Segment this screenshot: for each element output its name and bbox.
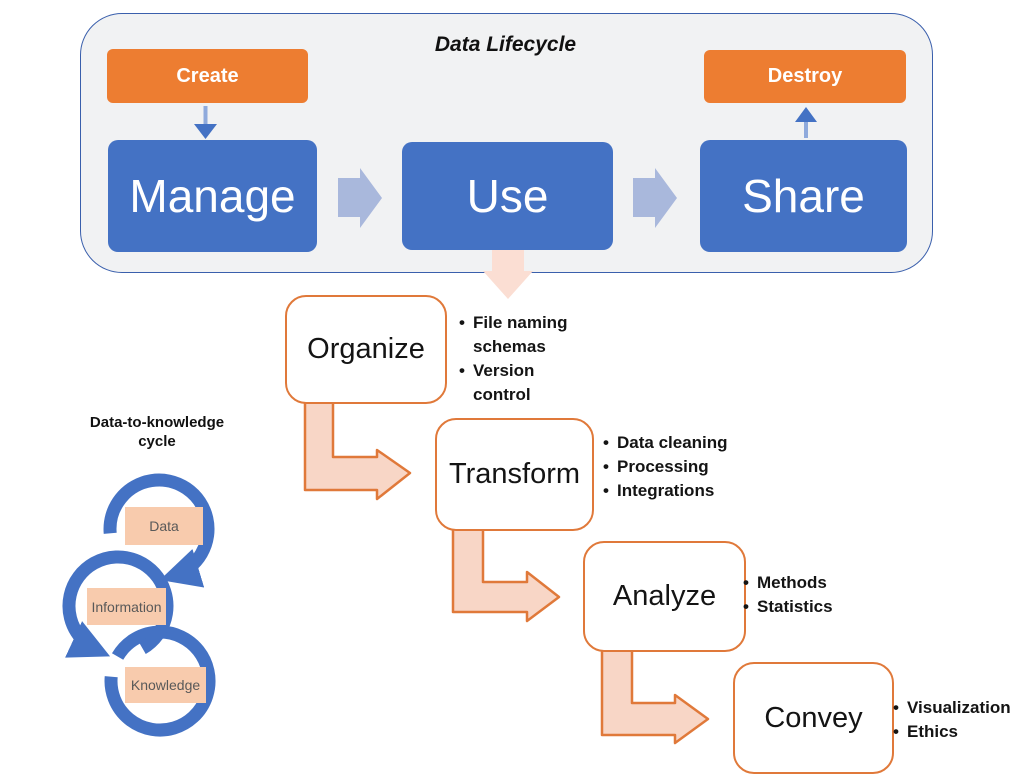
convey-box: Convey	[733, 662, 894, 774]
create-label: Create	[176, 64, 239, 87]
use-box: Use	[402, 142, 613, 250]
create-to-manage-arrow-icon	[194, 106, 217, 139]
convey-bullets: Visualization Ethics	[893, 696, 1021, 744]
create-box: Create	[107, 49, 308, 103]
analyze-box: Analyze	[583, 541, 746, 652]
organize-bullets: File naming schemas Version control	[459, 311, 589, 407]
transform-label: Transform	[448, 458, 581, 490]
bullet-item: Visualization	[893, 696, 1021, 720]
convey-label: Convey	[764, 701, 863, 734]
share-to-destroy-arrow-icon	[795, 107, 817, 138]
bullet-item: Methods	[743, 571, 863, 595]
transform-bullets: Data cleaning Processing Integrations	[603, 431, 743, 503]
analyze-bullets: Methods Statistics	[743, 571, 863, 619]
transform-to-analyze-arrow-icon	[451, 518, 561, 623]
organize-box: Organize	[285, 295, 447, 404]
manage-label: Manage	[129, 170, 296, 222]
use-label: Use	[466, 170, 549, 222]
manage-to-use-arrow-icon	[338, 168, 382, 228]
organize-to-transform-arrow-icon	[303, 394, 412, 501]
lifecycle-title: Data Lifecycle	[434, 33, 577, 56]
analyze-label: Analyze	[612, 580, 717, 612]
bullet-item: Ethics	[893, 720, 1021, 744]
cycle-node-data: Data	[125, 507, 203, 545]
share-label: Share	[742, 170, 865, 222]
destroy-box: Destroy	[704, 50, 906, 103]
cycle-ring-data-icon	[103, 473, 215, 588]
transform-box: Transform	[435, 418, 594, 531]
manage-box: Manage	[108, 140, 317, 252]
bullet-item: Processing	[603, 455, 743, 479]
bullet-item: Data cleaning	[603, 431, 743, 455]
cycle-title: Data-to-knowledge cycle	[89, 414, 225, 450]
cycle-node-knowledge: Knowledge	[125, 667, 206, 703]
bullet-item: File naming schemas	[459, 311, 589, 359]
use-to-share-arrow-icon	[633, 168, 677, 228]
share-box: Share	[700, 140, 907, 252]
bullet-item: Statistics	[743, 595, 863, 619]
bullet-item: Version control	[459, 359, 589, 407]
bullet-item: Integrations	[603, 479, 743, 503]
cycle-node-information: Information	[87, 588, 166, 625]
organize-label: Organize	[307, 333, 425, 365]
use-to-organize-arrow-icon	[483, 243, 533, 299]
destroy-label: Destroy	[767, 65, 843, 87]
analyze-to-convey-arrow-icon	[600, 641, 710, 745]
